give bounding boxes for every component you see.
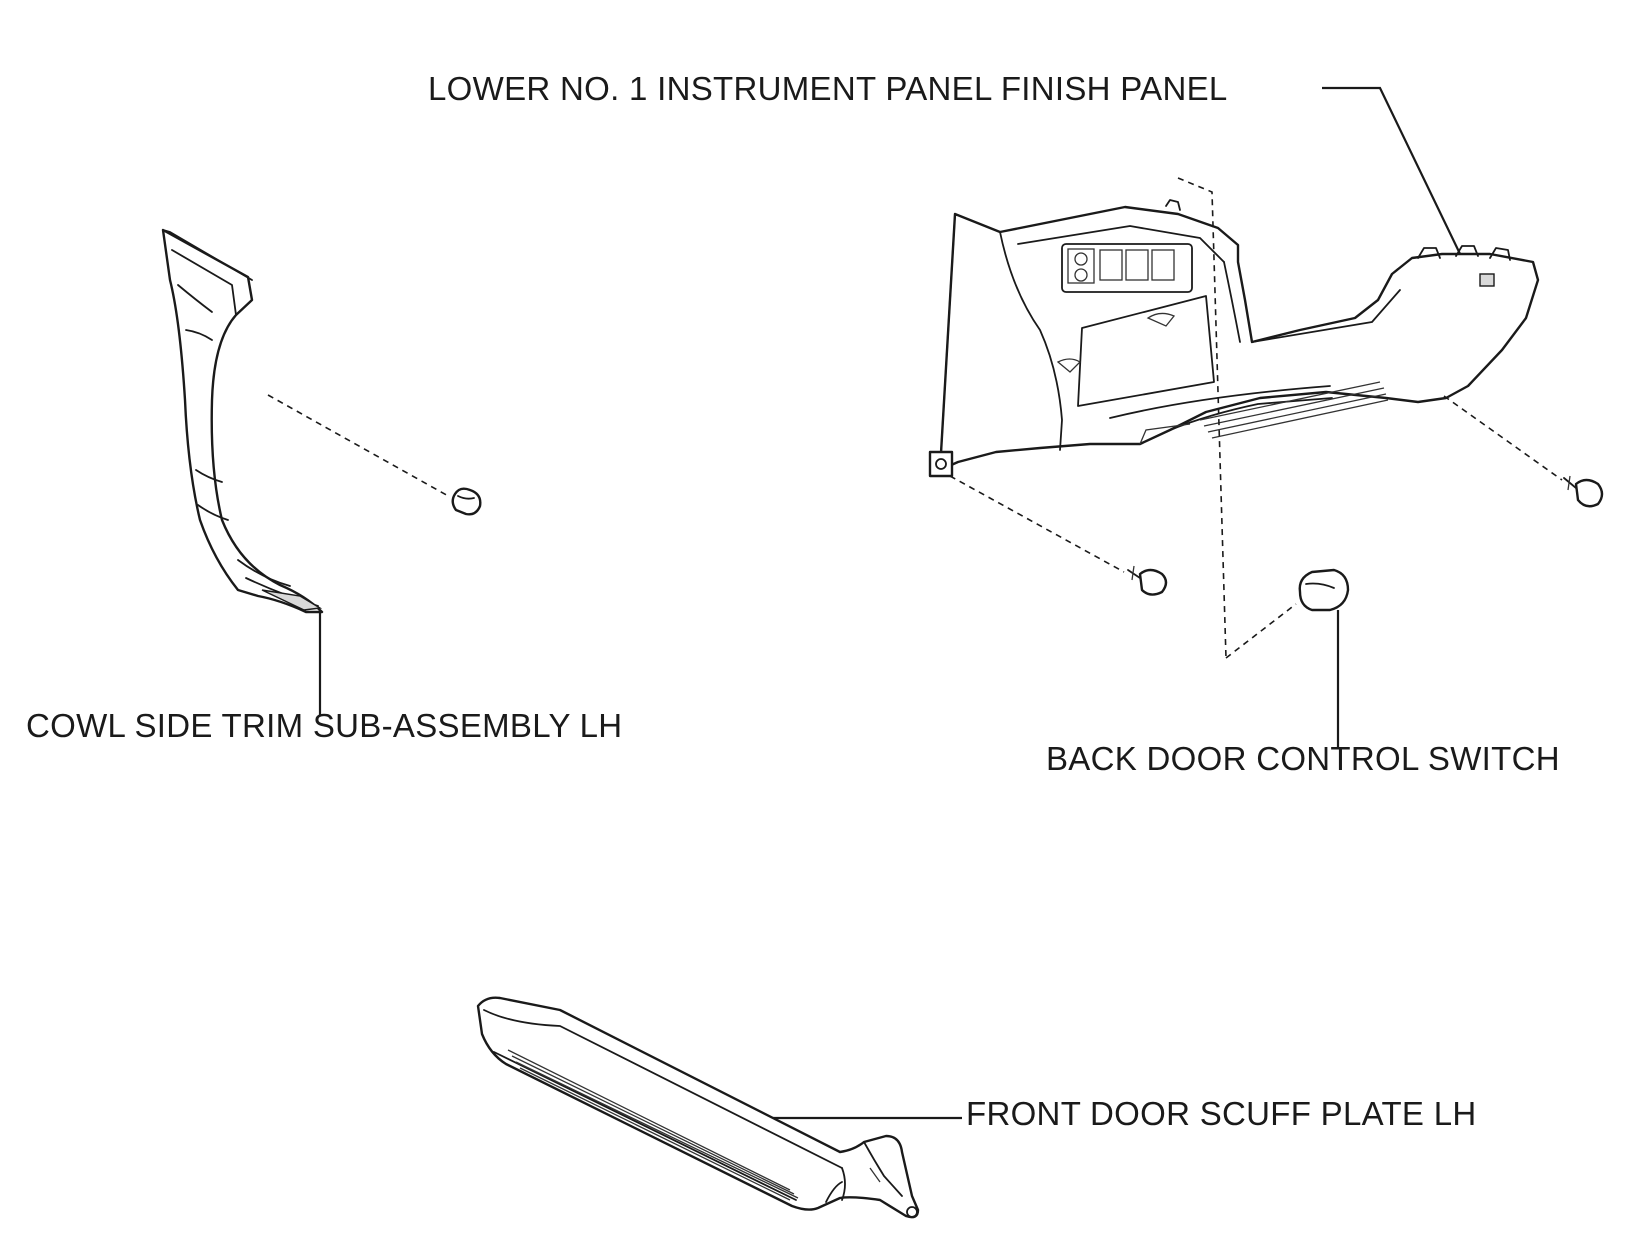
label-instrument-panel: LOWER NO. 1 INSTRUMENT PANEL FINISH PANE… [428, 70, 1228, 107]
label-cowl-side-trim: COWL SIDE TRIM SUB-ASSEMBLY LH [26, 707, 622, 744]
label-back-door-switch: BACK DOOR CONTROL SWITCH [1046, 740, 1560, 777]
panel-screw-right [1563, 475, 1604, 508]
instrument-finish-panel-part [928, 199, 1540, 478]
label-scuff-plate: FRONT DOOR SCUFF PLATE LH [966, 1095, 1477, 1132]
cowl-clip-part [267, 394, 482, 516]
axis-line-right-screw [1443, 395, 1563, 481]
panel-screw-left [1127, 565, 1168, 596]
axis-line-bracket-screw [949, 475, 1125, 573]
back-door-switch-part [1298, 568, 1350, 612]
leader-instrument-panel [1322, 86, 1463, 259]
cowl-side-trim-part [161, 228, 324, 614]
axis-line-panel [1177, 177, 1227, 659]
axis-line-switch [1225, 603, 1297, 659]
scuff-plate-part [476, 996, 920, 1219]
